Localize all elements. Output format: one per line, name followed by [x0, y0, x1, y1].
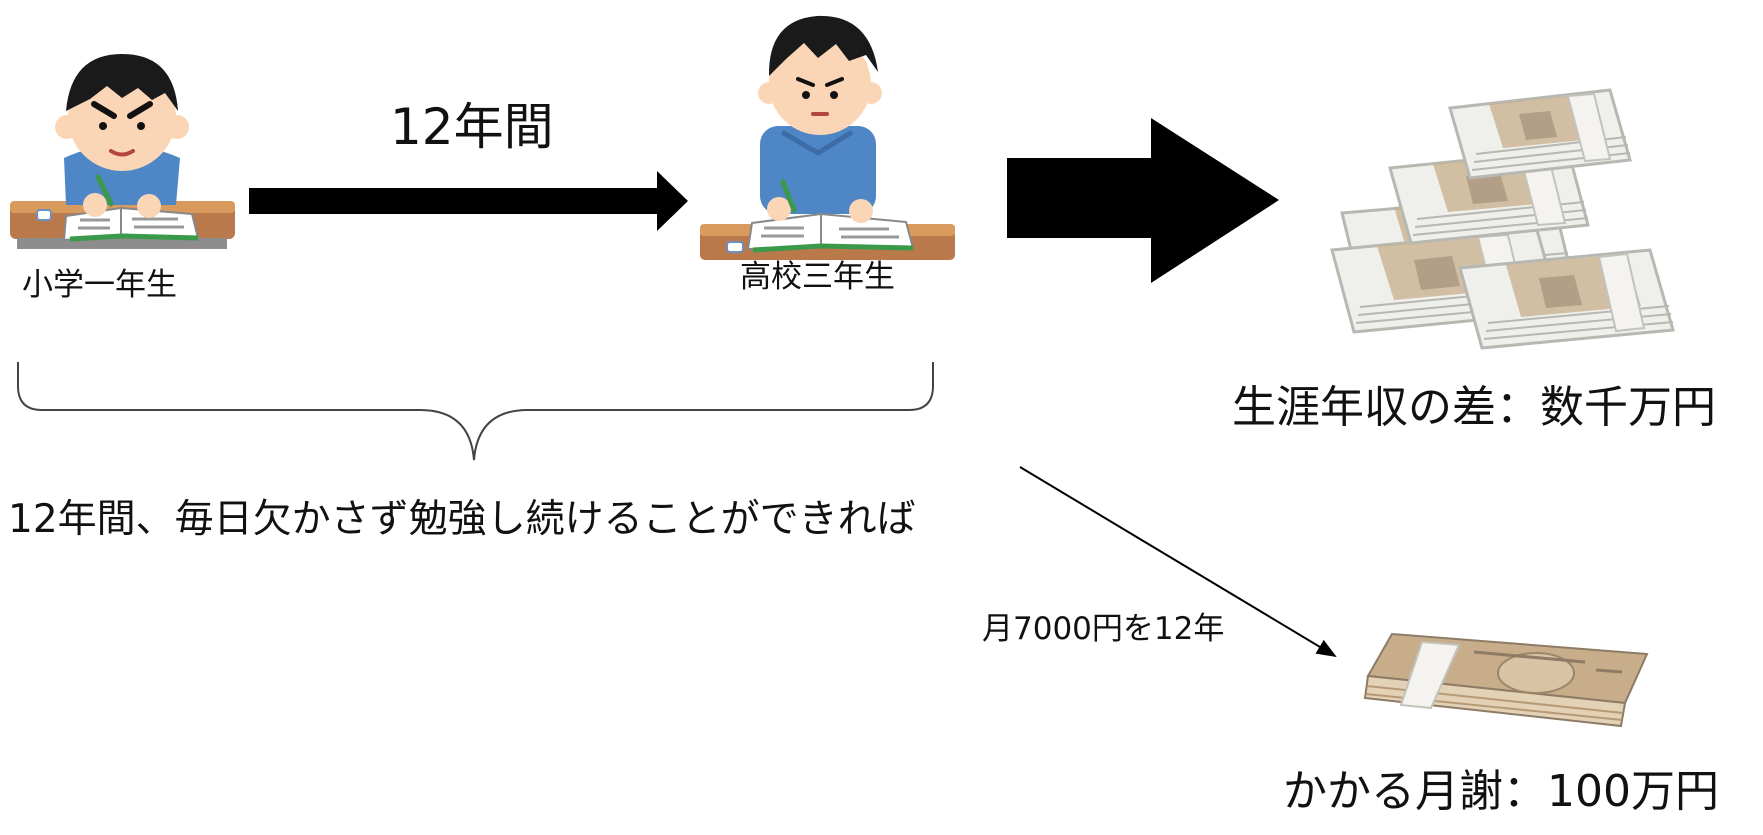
- duration-arrow: [249, 171, 688, 231]
- lifetime-income-gap-label: 生涯年収の差：数千万円: [1232, 382, 1716, 433]
- end-grade-label: 高校三年生: [740, 259, 895, 295]
- tuition-total-label: かかる月謝：100万円: [1283, 766, 1719, 817]
- small-money-icon: [1363, 632, 1649, 728]
- student-end-icon: [700, 15, 955, 260]
- period-bracket: [17, 362, 934, 461]
- duration-label: 12年間: [390, 98, 554, 156]
- monthly-fee-label: 月7000円を12年: [982, 611, 1225, 647]
- cost-arrow: [1019, 466, 1337, 658]
- student-start-icon: [10, 54, 235, 249]
- result-arrow: [1007, 118, 1279, 283]
- big-money-icon: [1330, 88, 1675, 350]
- condition-text: 12年間、毎日欠かさず勉強し続けることができれば: [8, 497, 916, 542]
- start-grade-label: 小学一年生: [22, 267, 177, 303]
